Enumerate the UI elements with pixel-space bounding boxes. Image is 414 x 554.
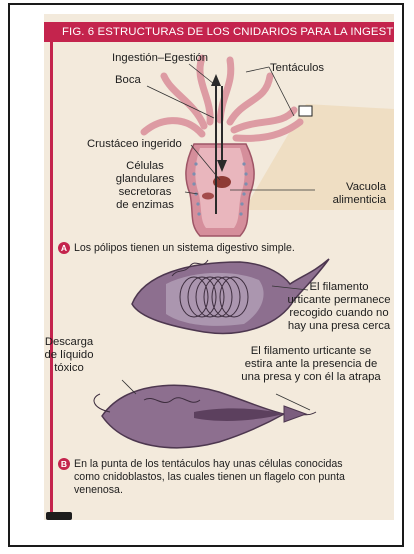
illustration (44, 14, 394, 520)
label-recogido-line-1: El filamento (284, 281, 394, 294)
cnidocyte-discharged (94, 380, 316, 448)
caption-b-text-2: como cnidoblastos, las cuales tienen un … (58, 471, 392, 484)
label-tentaculos: Tentáculos (270, 62, 324, 75)
caption-b: B En la punta de los tentáculos hay unas … (58, 458, 392, 497)
label-vacuola: Vacuola alimenticia (308, 181, 386, 207)
page-number-fragment (46, 512, 72, 520)
label-estira-line-3: una presa y con él la atrapa (230, 371, 392, 384)
label-recogido-line-4: hay una presa cerca (284, 320, 394, 333)
caption-b-text-3: venenosa. (58, 484, 392, 497)
label-crustaceo: Crustáceo ingerido (87, 138, 182, 151)
label-celulas-glandulares: Células glandulares secretoras de enzima… (106, 160, 184, 212)
label-celulas-line-2: glandulares (106, 173, 184, 186)
label-boca: Boca (115, 74, 141, 87)
label-celulas-line-4: de enzimas (106, 199, 184, 212)
label-recogido-line-2: urticante permanece (284, 294, 394, 307)
textbook-page: FIG. 6 ESTRUCTURAS DE LOS CNIDARIOS PARA… (44, 14, 394, 520)
caption-a-text: Los pólipos tienen un sistema digestivo … (74, 242, 295, 254)
label-recogido-line-3: recogido cuando no (284, 307, 394, 320)
label-celulas-line-3: secretoras (106, 186, 184, 199)
label-descarga: Descarga de líquido tóxico (44, 336, 102, 375)
label-filamento-recogido: El filamento urticante permanece recogid… (284, 281, 394, 333)
food-vacuole (202, 193, 214, 200)
label-descarga-line-3: tóxico (44, 362, 102, 375)
label-vacuola-line-2: alimenticia (308, 194, 386, 207)
label-celulas-line-1: Células (106, 160, 184, 173)
zoom-box (299, 106, 312, 116)
screenshot-frame: FIG. 6 ESTRUCTURAS DE LOS CNIDARIOS PARA… (8, 3, 404, 547)
caption-b-line-1: B En la punta de los tentáculos hay unas … (58, 458, 392, 471)
label-descarga-line-1: Descarga (44, 336, 102, 349)
caption-a: A Los pólipos tienen un sistema digestivo… (58, 242, 295, 255)
label-ingestion-egestion: Ingestión–Egestión (112, 52, 208, 65)
label-filamento-estira: El filamento urticante se estira ante la… (230, 345, 392, 384)
label-vacuola-line-1: Vacuola (308, 181, 386, 194)
caption-b-marker: B (58, 458, 70, 470)
label-descarga-line-2: de líquido (44, 349, 102, 362)
label-estira-line-1: El filamento urticante se (230, 345, 392, 358)
caption-b-text-1: En la punta de los tentáculos hay unas c… (74, 458, 343, 470)
label-estira-line-2: estira ante la presencia de (230, 358, 392, 371)
caption-a-marker: A (58, 242, 70, 254)
